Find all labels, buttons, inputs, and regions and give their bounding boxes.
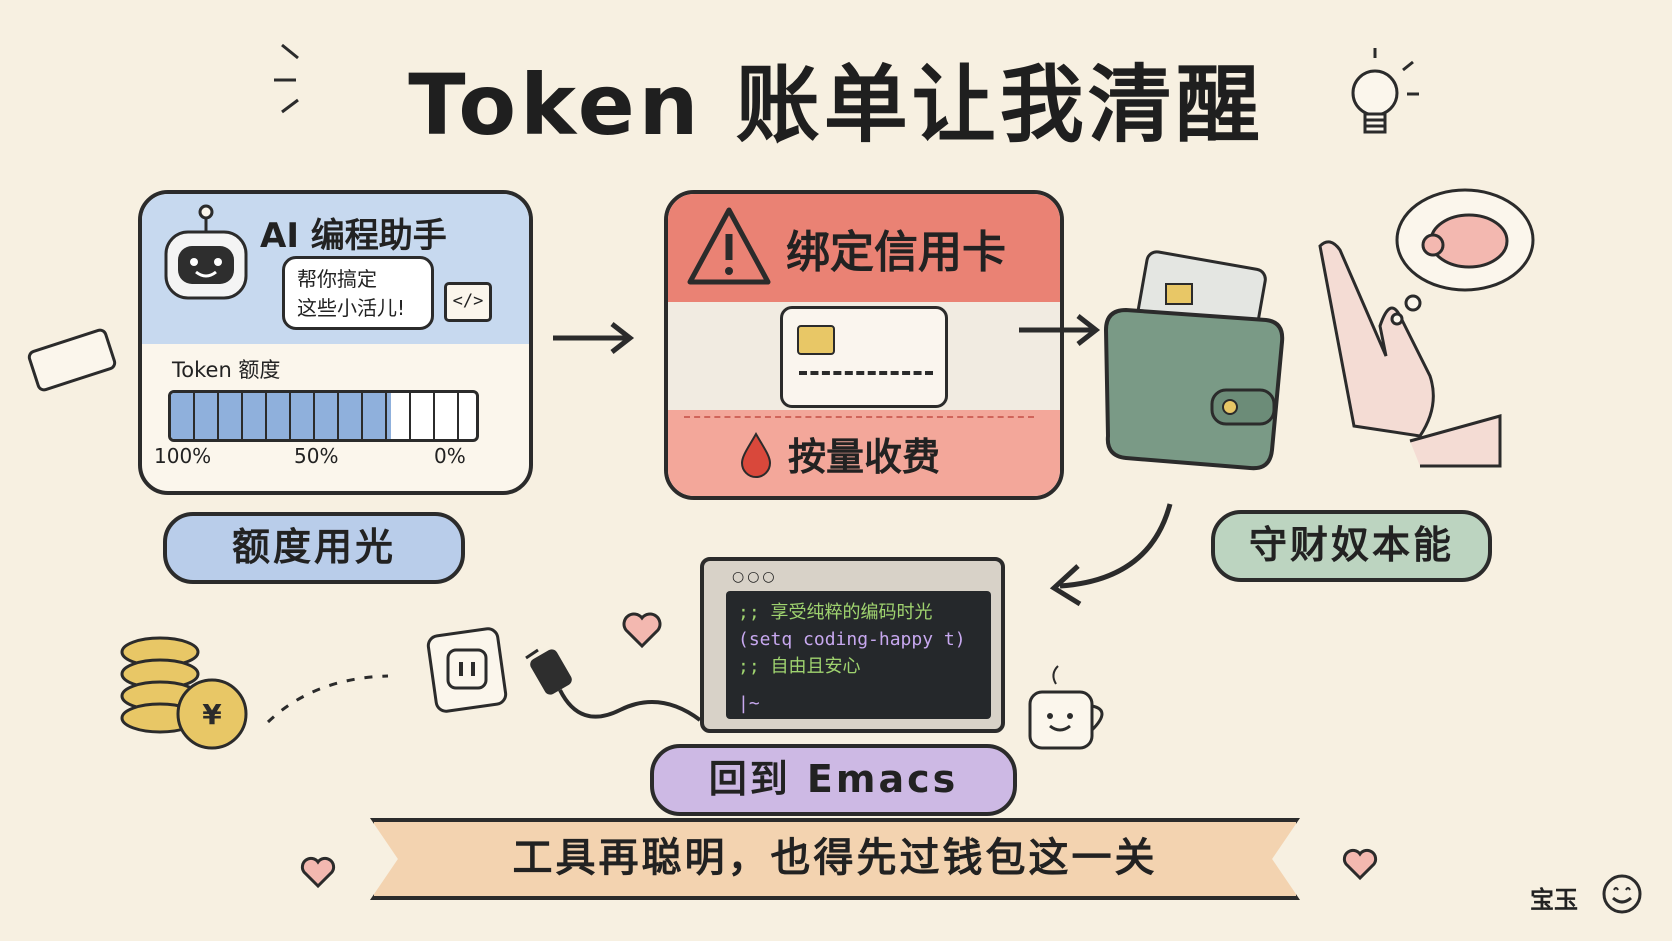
wallet-icon — [1103, 250, 1285, 471]
page-title: Token 账单让我清醒 — [408, 56, 1264, 154]
miser-instinct-label: 守财奴本能 — [1211, 510, 1492, 582]
pay-per-use-label: 按量收费 — [788, 435, 941, 479]
credit-card-panel: 绑定信用卡 按量收费 — [664, 190, 1064, 500]
sparkle-icon — [274, 43, 299, 114]
plug-icon — [525, 648, 702, 722]
back-to-emacs-label: 回到 Emacs — [650, 744, 1017, 816]
pct-label: 50% — [294, 444, 339, 468]
assistant-title: AI 编程助手 — [260, 216, 447, 256]
code-prompt: |~ — [738, 693, 760, 714]
piggy-bank-icon — [1390, 188, 1535, 326]
heart-icon — [1342, 848, 1378, 881]
credit-card-icon — [780, 306, 948, 408]
code-screen: ;; 享受纯粹的编码时光 (setq coding-happy t) ;; 自由… — [726, 591, 991, 719]
arrow-right-icon — [553, 322, 635, 354]
code-line: ;; 自由且安心 — [738, 656, 861, 677]
ai-assistant-panel: AI 编程助手 帮你搞定 这些小活儿! </> Token 额度 100% 50… — [138, 190, 533, 495]
signature: 宝玉 — [1530, 886, 1578, 914]
quota-exhausted-label: 额度用光 — [163, 512, 465, 584]
coins-icon: ¥ — [120, 636, 248, 750]
code-line: (setq coding-happy t) — [738, 629, 966, 650]
pct-label: 100% — [154, 444, 212, 468]
robot-icon — [164, 204, 248, 300]
dotted-path — [266, 674, 389, 724]
token-label: Token 额度 — [172, 358, 281, 382]
heart-icon — [622, 612, 662, 649]
blood-drop-icon — [740, 431, 772, 478]
warning-icon — [687, 207, 771, 285]
bubble-line: 这些小活儿! — [297, 296, 406, 320]
coffee-mug-icon — [1028, 665, 1104, 750]
arrow-curve-icon — [1049, 503, 1173, 607]
code-line: ;; 享受纯粹的编码时光 — [738, 602, 933, 623]
emacs-window: ○○○ ;; 享受纯粹的编码时光 (setq coding-happy t) ;… — [700, 557, 1005, 733]
heart-icon — [300, 856, 336, 889]
smiley-icon — [1602, 874, 1642, 914]
lightbulb-icon — [1351, 48, 1419, 134]
speech-bubble: 帮你搞定 这些小活儿! — [282, 256, 434, 330]
power-socket-icon — [426, 627, 508, 713]
token-progress-bar — [168, 390, 479, 442]
bottom-banner: 工具再聪明，也得先过钱包这一关 — [370, 818, 1300, 900]
code-tag-icon: </> — [444, 282, 492, 322]
svg-text:¥: ¥ — [202, 698, 222, 731]
stop-hand-icon — [1318, 240, 1502, 468]
keyboard-icon — [27, 328, 117, 392]
arrow-right-icon — [1019, 314, 1101, 346]
bind-card-title: 绑定信用卡 — [786, 227, 1006, 278]
pct-label: 0% — [434, 444, 466, 468]
bubble-line: 帮你搞定 — [297, 267, 377, 291]
